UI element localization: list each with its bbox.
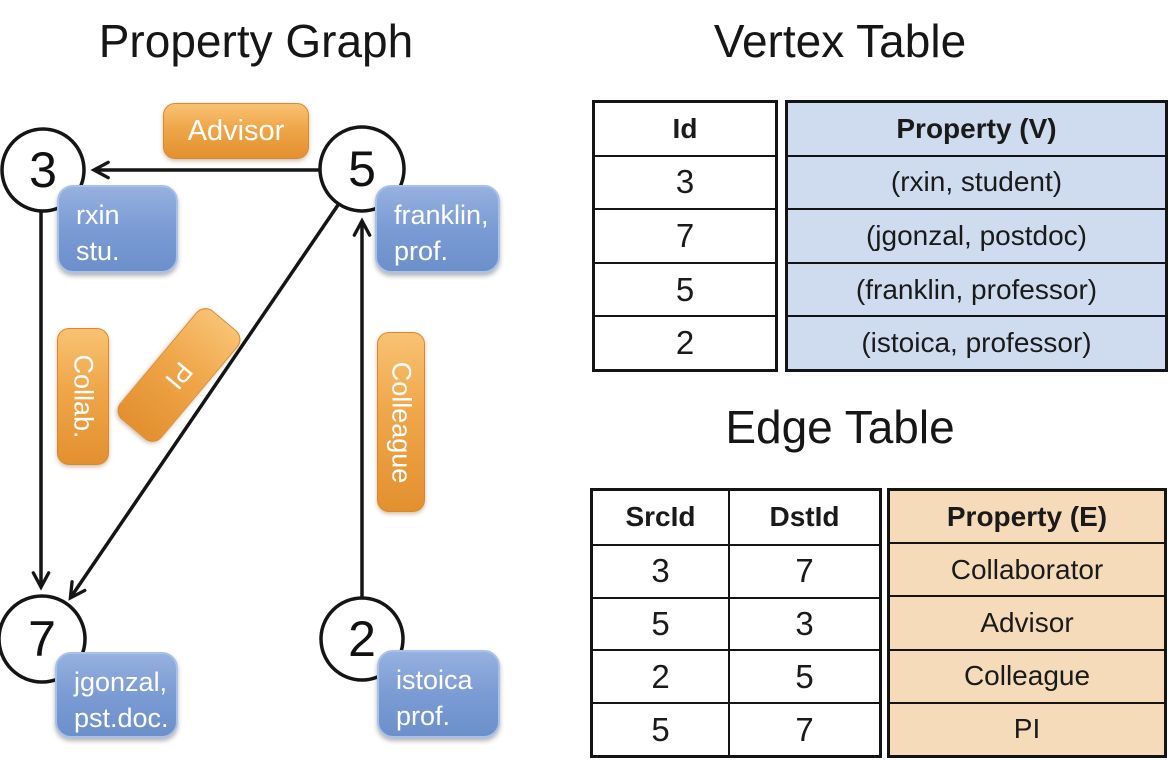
edge-row-property: Advisor [890, 595, 1164, 649]
vertex-row-id: 2 [595, 315, 775, 369]
edge-row-dst: 7 [728, 702, 879, 755]
vertex-row-id: 5 [595, 261, 775, 316]
vertex-5-id: 5 [348, 141, 376, 197]
vertex-5-property-line2: prof. [394, 236, 449, 267]
edge-label-collab-text: Collab. [68, 354, 99, 439]
edge-row-dst: 7 [728, 543, 879, 597]
edge-row-src: 2 [593, 649, 728, 702]
edge-dst-header: DstId [728, 491, 879, 544]
vertex-2-property-line1: istoica [396, 665, 473, 695]
vertex-row-property: (istoica, professor) [788, 315, 1165, 369]
edge-row-src: 5 [593, 596, 728, 650]
vertex-3-property-line2: stu. [76, 236, 120, 267]
edge-row-src: 3 [593, 543, 728, 597]
edge-label-advisor-text: Advisor [187, 114, 285, 147]
vertex-row-property: (franklin, professor) [788, 261, 1165, 316]
edge-row-property: Collaborator [890, 542, 1164, 596]
graph-title: Property Graph [98, 15, 414, 67]
edge-label-pi-text: PI [159, 355, 200, 395]
vertex-property-header: Property (V) [788, 103, 1165, 155]
edge-label-advisor: Advisor [163, 103, 309, 159]
vertex-row-property: (jgonzal, postdoc) [788, 208, 1165, 262]
edge-table-id-columns: SrcId DstId 3 7 5 3 2 5 5 7 [590, 488, 882, 758]
vertex-7-id: 7 [28, 611, 56, 667]
edge-table-title: Edge Table [725, 401, 955, 453]
edge-label-colleague-text: Colleague [386, 361, 417, 483]
vertex-5-property-box: franklin, prof. [375, 185, 500, 273]
edge-table-property-column: Property (E) Collaborator Advisor Collea… [887, 488, 1167, 758]
vertex-table-title: Vertex Table [713, 15, 967, 67]
vertex-table-id-column: Id 3 7 5 2 [592, 100, 778, 372]
vertex-3-property-line1: rxin [76, 200, 120, 230]
edge-label-colleague: Colleague [377, 332, 425, 512]
edge-row-property: Colleague [890, 648, 1164, 702]
edge-row-src: 5 [593, 702, 728, 755]
vertex-id-header: Id [672, 112, 698, 144]
edge-src-header: SrcId [625, 501, 696, 533]
edge-property-header: Property (E) [890, 491, 1164, 543]
vertex-2-id: 2 [348, 611, 376, 667]
vertex-7-property-line1: jgonzal, [74, 667, 168, 697]
vertex-row-id: 3 [595, 154, 775, 209]
edge-row-property: PI [890, 701, 1164, 756]
edge-row-dst: 5 [728, 649, 879, 703]
vertex-7-property-box: jgonzal, pst.doc. [55, 652, 178, 738]
vertex-2-property-box: istoica prof. [377, 650, 500, 738]
vertex-3-id: 3 [29, 142, 57, 198]
vertex-row-id: 7 [595, 208, 775, 262]
edge-label-collab: Collab. [57, 328, 109, 465]
vertex-2-property-line2: prof. [396, 701, 451, 732]
vertex-table-property-column: Property (V) (rxin, student) (jgonzal, p… [785, 100, 1168, 372]
vertex-7-property-line2: pst.doc. [74, 703, 169, 734]
vertex-5-property-line1: franklin, [394, 200, 489, 230]
edge-row-dst: 3 [728, 596, 879, 650]
edge-5-to-7 [68, 204, 340, 601]
vertex-3-property-box: rxin stu. [57, 185, 178, 273]
vertex-row-property: (rxin, student) [788, 154, 1165, 209]
